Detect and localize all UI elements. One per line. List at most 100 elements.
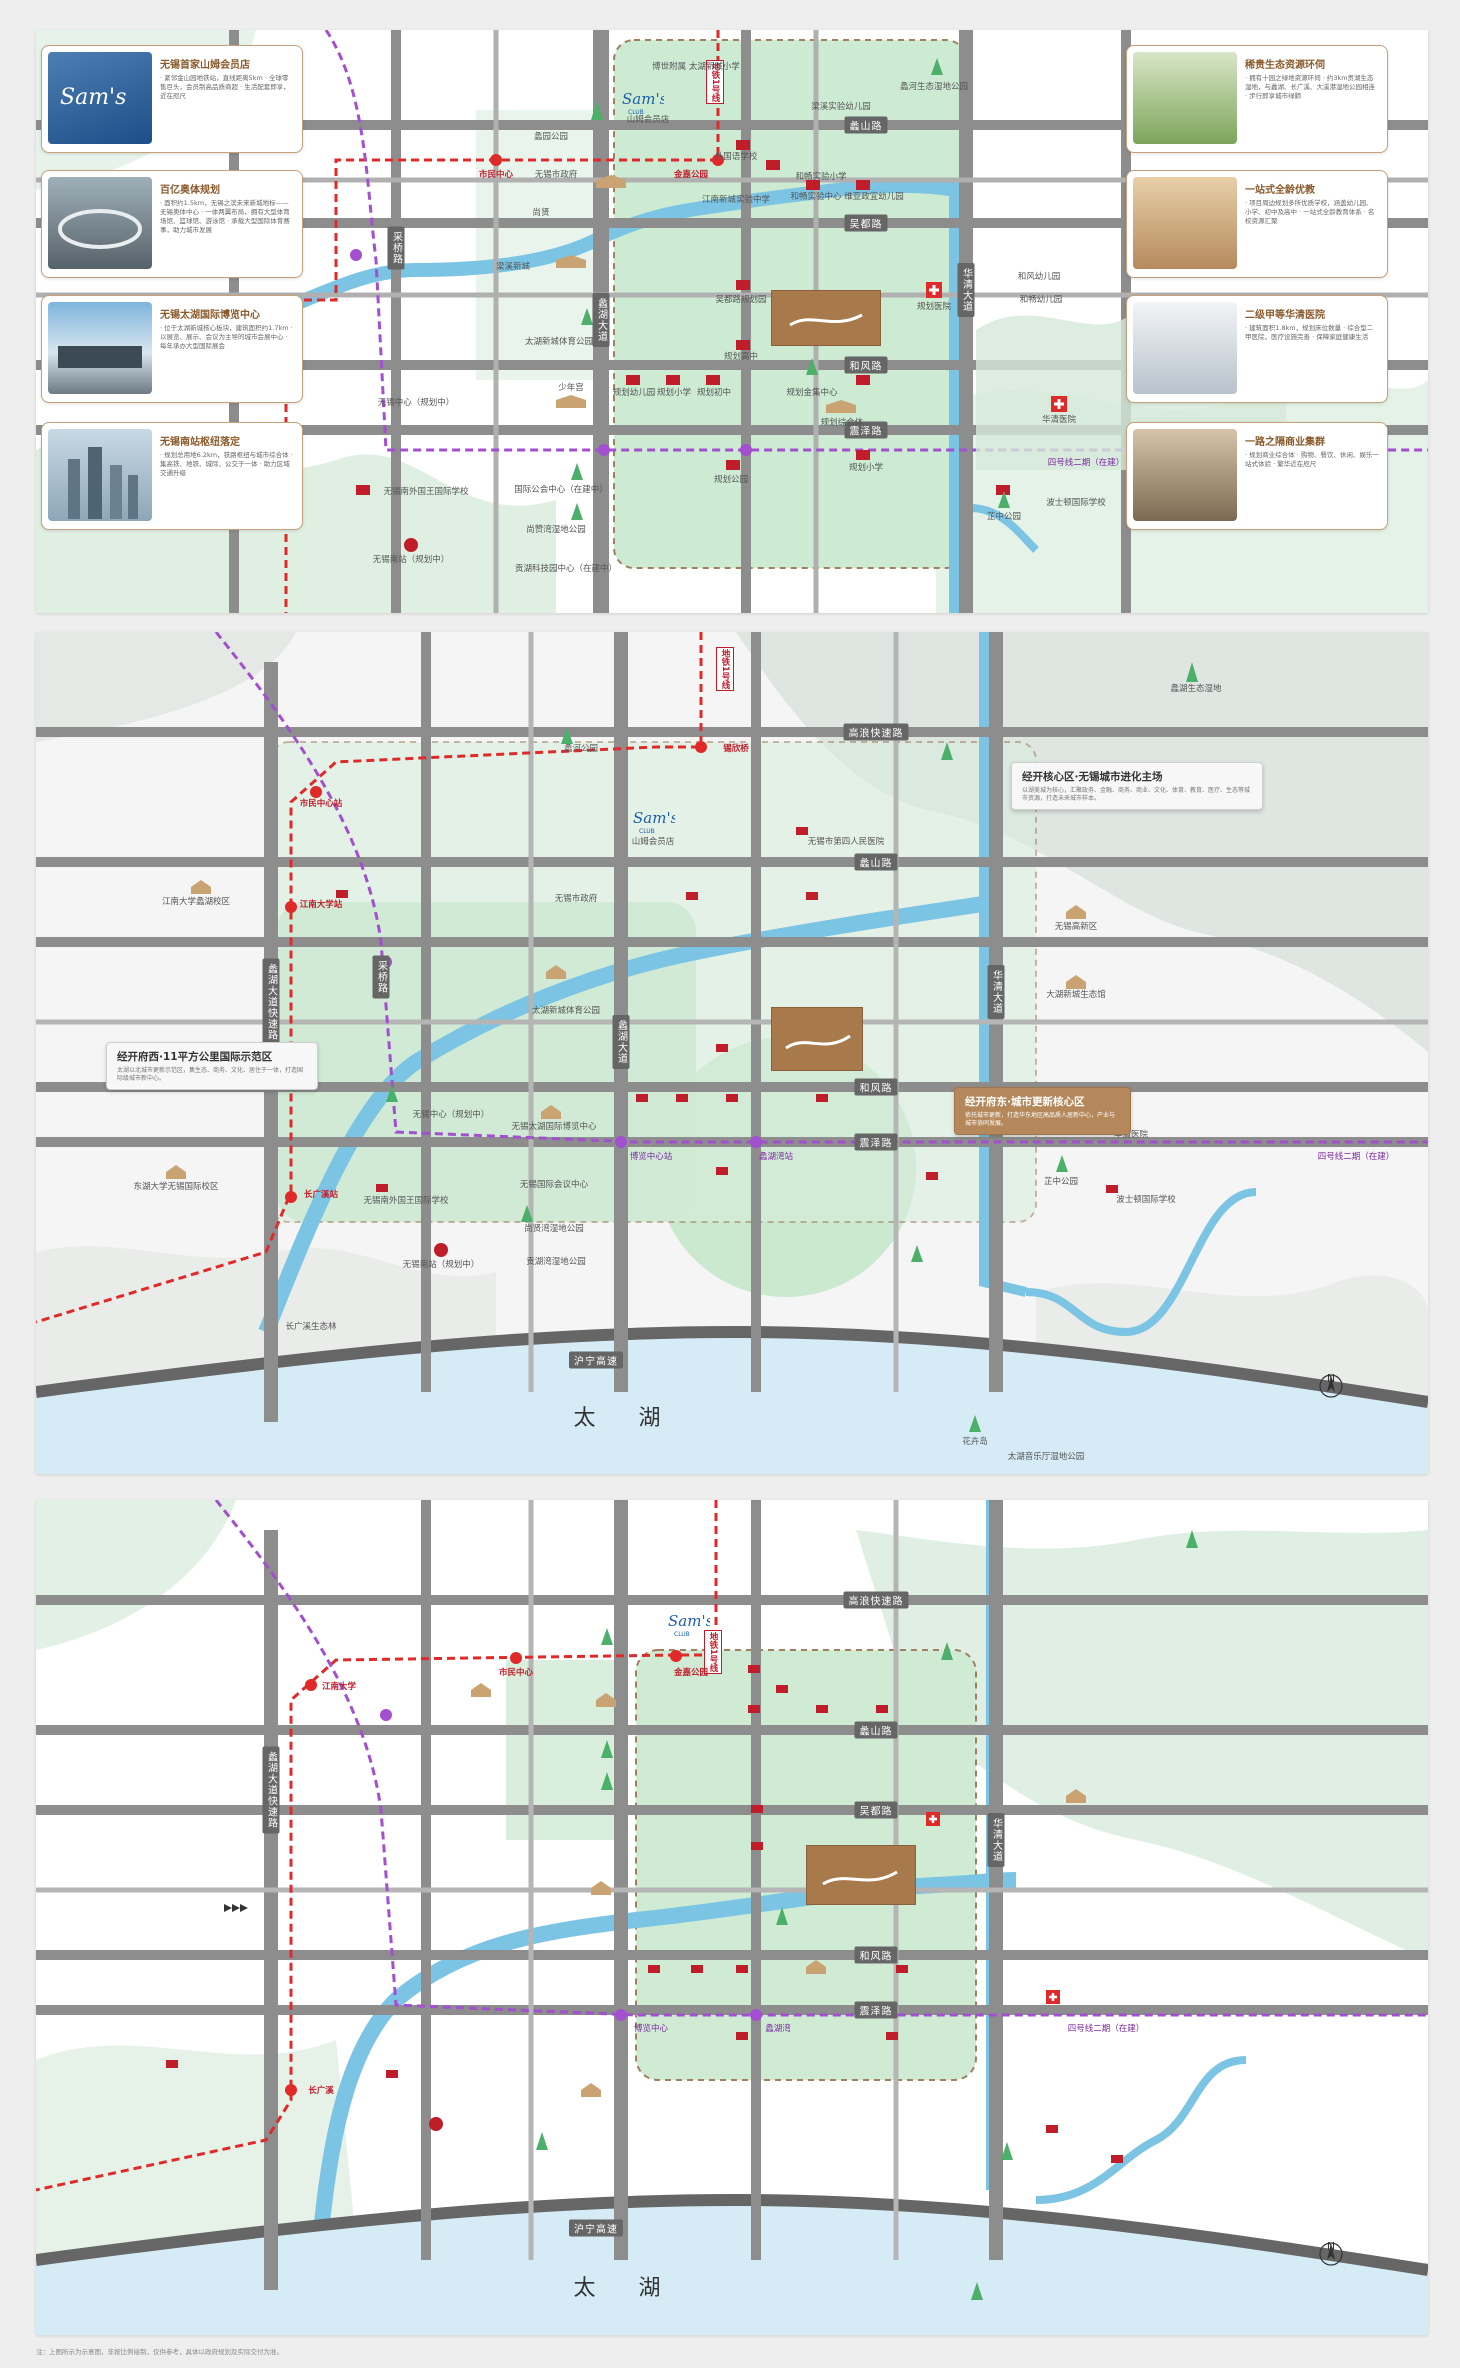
park-photo [1133,52,1237,144]
card-text: · 建筑面积1.8km，规划床位数量 · 综合型二甲医院，医疗设施完善 · 保障… [1245,324,1374,341]
road-label: 和风路 [854,1078,898,1096]
feature-card-expo: 无锡太湖国际博览中心 · 位于太湖新城核心板块，建筑面积约1.7km · 以展览… [41,295,303,403]
feature-card-hospital: 二级甲等华清医院 · 建筑面积1.8km，规划床位数量 · 综合型二甲医院，医疗… [1126,295,1388,403]
poi-label: 芷中公园 [1043,1177,1079,1187]
compass-icon [1319,1374,1343,1398]
poi-label: 规划初中 [696,388,732,398]
metro-line-4-label: 四号线二期（在建） [1047,458,1125,468]
poi-label: 蠡河生态湿地公园 [899,82,969,92]
poi-markers [166,1530,1198,2300]
poi-label: 蠡河公园 [563,744,599,754]
poi-label: 太湖新城体育公园 [531,1006,601,1016]
poi-label: 山姆会员店 [631,837,675,847]
feature-card-sams: Sam's 无锡首家山姆会员店 · 紧邻金山园地铁站，直线距离5km · 全球零… [41,45,303,153]
card-title: 二级甲等华清医院 [1245,310,1325,321]
sams-club-logo: Sam's CLUB [633,809,675,835]
taihu-lake [36,1332,1428,1474]
card-text: · 位于太湖新城核心板块，建筑面积约1.7km · 以展览、展示、会议为主导的城… [160,324,293,350]
road-label: 沪宁高速 [569,1351,623,1369]
poi-label: 外国语学校 [714,152,758,162]
poi-label: 山姆会员店 [626,115,670,125]
sams-club-logo: Sam's CLUB [622,90,664,116]
metro-line-1-label: 地铁1号线 [716,647,734,691]
road-label: 蠡山路 [844,116,888,134]
callout-title: 经开府东·城市更新核心区 [965,1096,1085,1108]
poi-label: 大湖新城生态馆 [1046,990,1106,1000]
poi-label: 吴都路规划园 [715,295,767,305]
poi-label: 无锡高新区 [1054,922,1098,932]
svg-text:Sam's: Sam's [633,809,675,827]
feature-card-education: 一站式全龄优教 · 项目周边规划多所优质学校，涵盖幼儿园、小学、初中及高中 · … [1126,170,1388,278]
poi-label: 芷中公园 [986,512,1022,522]
poi-label: 规划金集中心 [786,388,838,398]
poi-label: 和风幼儿园 [1017,272,1061,282]
poi-label: 江南大学蠡湖校区 [161,897,231,907]
station-label: 长广溪 [308,2086,334,2096]
card-text: · 项目周边规划多所优质学校，涵盖幼儿园、小学、初中及高中 · 一站式全龄教育体… [1245,199,1375,225]
station-label: 江南大学 [321,1682,357,1692]
svg-text:CLUB: CLUB [674,1631,690,1638]
poi-label: 蠡湖生态湿地 [1170,684,1222,694]
sams-photo: Sam's [48,52,152,144]
poi-label: 和畅实验小学 [795,172,847,182]
station-label: 市民中心 [498,1668,534,1678]
card-title: 无锡首家山姆会员店 [160,60,250,71]
callout-text: 太湖以北城市更新示范区，集生态、商务、文化、居住于一体，打造国际级城市新中心。 [117,1067,304,1082]
road-label: 高浪快速路 [843,1591,909,1609]
road-label: 蠡湖大道 [612,1015,630,1069]
poi-label: 波士顿国际学校 [1046,498,1106,508]
road-label: 蠡湖大道 [592,293,610,347]
sams-club-logo: Sam's CLUB [668,1612,710,1638]
poi-label: 太湖新城体育公园 [524,337,594,347]
poi-label: 国际公会中心（在建中） [514,485,608,495]
station-label: 市民中心 [478,170,514,180]
card-title: 一站式全龄优教 [1245,185,1315,196]
poi-label: 和畅实验中心 [790,192,842,202]
station-label: 江南大学站 [299,900,343,910]
poi-label: 博世附属 太湖新城小学 [652,62,740,72]
poi-label: 无锡南站（规划中） [372,555,450,565]
road-label: 华清大道 [987,965,1005,1019]
metro-line-4 [214,632,1428,1144]
metro-line-4 [324,30,1428,452]
river [308,1872,1017,2281]
metro-line-4 [214,1500,1428,2017]
road-label: 蠡湖大道快速路 [262,958,280,1046]
poi-label: 尚贤 [532,208,550,218]
poi-label: 无锡南站（规划中） [402,1260,480,1270]
road-label: 沪宁高速 [569,2219,623,2237]
north-arrow: N [1318,2240,1344,2284]
road-label: 震泽路 [844,421,888,439]
station-label: 博览中心 [633,2024,669,2034]
poi-label: 太湖音乐厅湿地公园 [1007,1452,1085,1462]
road-label: 采桥路 [387,226,405,270]
poi-label: 无锡南外国王国际学校 [383,487,469,497]
poi-label: 规划综合体 [820,418,864,428]
card-title: 无锡太湖国际博览中心 [160,310,260,321]
north-arrow: N [1318,1372,1344,1416]
metro-line-1-label: 地铁1号线 [704,1630,722,1674]
road-label: 华清大道 [987,1813,1005,1867]
poi-label: 规划医院 [916,302,952,312]
road-label: 和风路 [854,1946,898,1964]
callout-title: 经开府西·11平方公里国际示范区 [117,1051,273,1063]
road-label: 吴都路 [844,214,888,232]
feature-card-commerce: 一路之隔商业集群 · 规划商业综合体 · 购物、餐饮、休闲、娱乐一站式体验 · … [1126,422,1388,530]
road-label: 吴都路 [854,1801,898,1819]
svg-text:CLUB: CLUB [639,828,655,835]
metro-line-1-label: 地铁1号线 [706,60,724,104]
stations [350,154,752,456]
map-2-base [36,632,1428,1474]
poi-label: 规划小学 [656,388,692,398]
card-title: 稀贵生态资源环伺 [1245,60,1325,71]
svg-text:Sam's: Sam's [60,85,126,110]
expo-photo [48,302,152,394]
location-map-panel-2: Sam's CLUB 高浪快速路 蠡山路 和风路 震泽路 沪宁高速 蠡湖大道快速… [36,632,1428,1474]
feature-card-sports: 百亿奥体规划 · 面积约1.5km，无锡之滨未来新城地标——无锡奥体中心 · 一… [41,170,303,278]
location-map-panel-3: Sam's CLUB 高浪快速路 蠡山路 吴都路 和风路 震泽路 沪宁高速 蠡湖… [36,1500,1428,2335]
poi-label: 无锡国际会议中心 [519,1180,589,1190]
poi-label: 和畅幼儿园 [1019,295,1063,305]
stations [285,741,762,1203]
card-text: · 面积约1.5km，无锡之滨未来新城地标——无锡奥体中心 · 一体两翼布局，拥… [160,199,290,234]
card-text: · 规划商业综合体 · 购物、餐饮、休闲、娱乐一站式体验 · 繁华近在咫尺 [1245,451,1379,468]
